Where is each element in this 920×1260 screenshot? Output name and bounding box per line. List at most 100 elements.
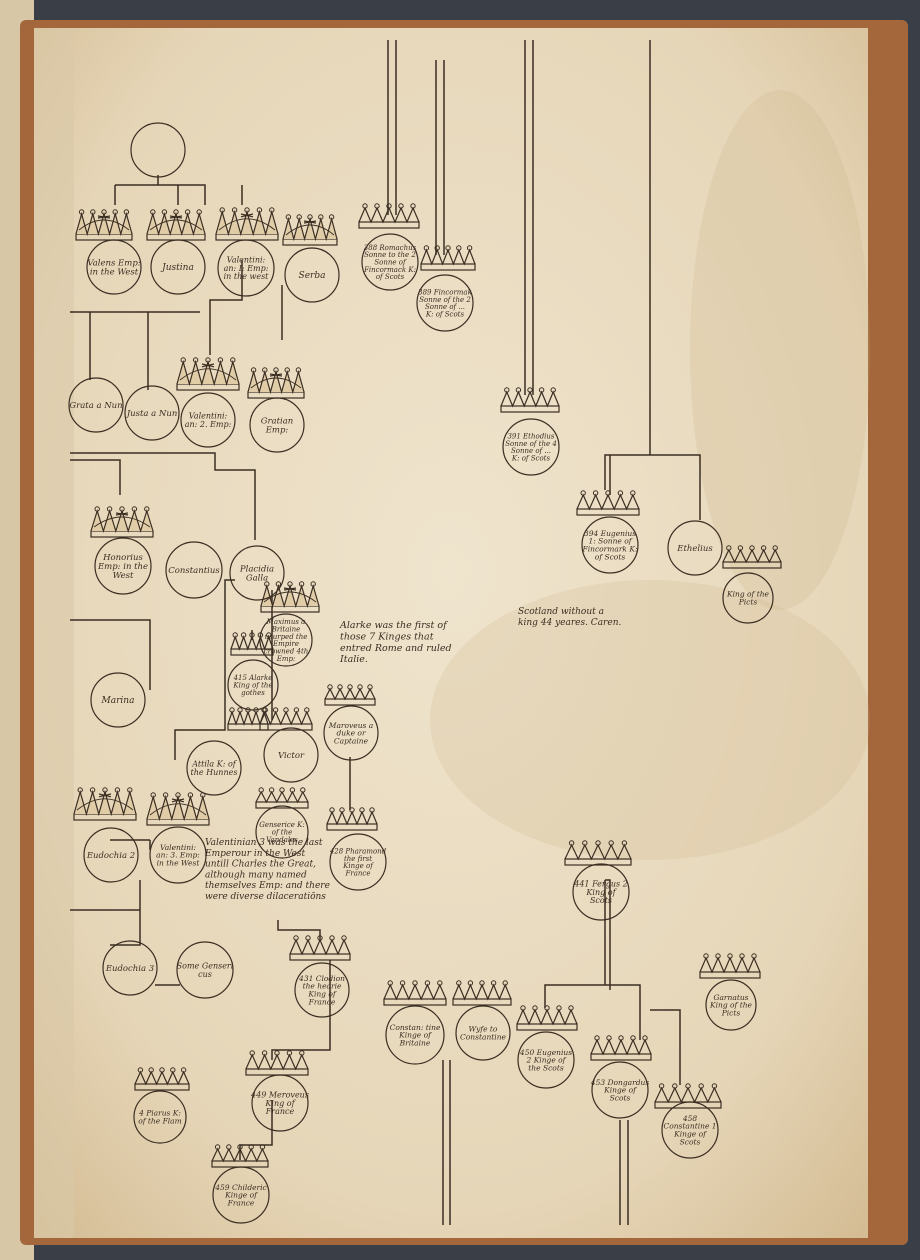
person-justina: Justina	[150, 239, 206, 295]
lineage-line	[435, 60, 445, 255]
lineage-line	[110, 880, 141, 946]
person-label: Grata a Nun	[69, 401, 122, 411]
person-label: Ethelius	[676, 544, 713, 554]
crown-icon	[564, 840, 632, 866]
person-ethelius: Ethelius	[667, 520, 723, 576]
person-serba: Serba	[284, 247, 340, 303]
lineage-line	[387, 40, 397, 215]
person-label: Valens Emp:in the West	[87, 259, 140, 278]
edge-stain	[690, 90, 870, 610]
crown-icon	[722, 545, 782, 569]
lineage-line	[524, 40, 534, 395]
person-label: Valentini:an: 3. Emp:in the West	[156, 843, 200, 868]
person-victor: Victor	[263, 727, 319, 783]
person-marina: Marina	[90, 672, 146, 728]
lineage-line	[277, 920, 321, 940]
unnamed-ancestor	[130, 122, 186, 178]
person-justa: Justa a Nun	[124, 385, 180, 441]
crown-icon	[146, 792, 210, 826]
person-label: Marina	[101, 696, 135, 706]
lineage-line	[619, 1120, 629, 1225]
person-label: Serba	[299, 271, 326, 281]
crown-icon	[452, 980, 512, 1006]
crown-icon	[590, 1035, 652, 1061]
crown-icon	[699, 953, 761, 979]
circles-layer: Valens Emp:in the West JustinaValentini:a…	[68, 122, 774, 1224]
lineage-line	[605, 879, 611, 990]
person-label: Eudochia 3	[105, 964, 154, 974]
crown-icon	[324, 684, 376, 706]
crown-icon	[282, 214, 338, 246]
person-valentinian2: Valentini:an: 2. Emp:	[180, 392, 236, 448]
lineage-lines	[70, 40, 701, 1225]
person-label: Valentini:an: 2. Emp:	[185, 412, 232, 429]
person-label: 4 Piarus K:of the Flam	[138, 1109, 182, 1126]
gutter-shadow	[34, 28, 74, 1238]
lineage-line	[442, 1060, 451, 1225]
person-grata: Grata a Nun	[68, 377, 124, 433]
crown-icon	[358, 203, 420, 229]
crown-icon	[255, 787, 309, 809]
crown-icon	[420, 245, 476, 271]
crown-icon	[576, 490, 640, 516]
lineage-line	[114, 175, 243, 205]
person-valens: Valens Emp:in the West	[86, 239, 142, 295]
lineage-line	[70, 452, 256, 540]
lineage-line	[544, 880, 681, 1085]
lineage-line	[271, 960, 331, 1060]
crown-icon	[134, 1067, 190, 1091]
lineage-line	[110, 839, 151, 850]
crown-icon	[260, 581, 320, 613]
crown-icon	[516, 1005, 578, 1031]
lineage-line	[70, 619, 151, 690]
person-valentinian3: Valentini:an: 3. Emp:in the West	[149, 826, 207, 884]
crown-icon	[73, 787, 137, 821]
person-eudochia3: Eudochia 3	[102, 940, 158, 996]
crowns-layer	[73, 203, 782, 1168]
crown-icon	[289, 935, 351, 961]
crown-icon	[176, 357, 240, 391]
person-constantius: Constantius	[165, 541, 223, 599]
person-label: Justa a Nun	[125, 409, 178, 419]
